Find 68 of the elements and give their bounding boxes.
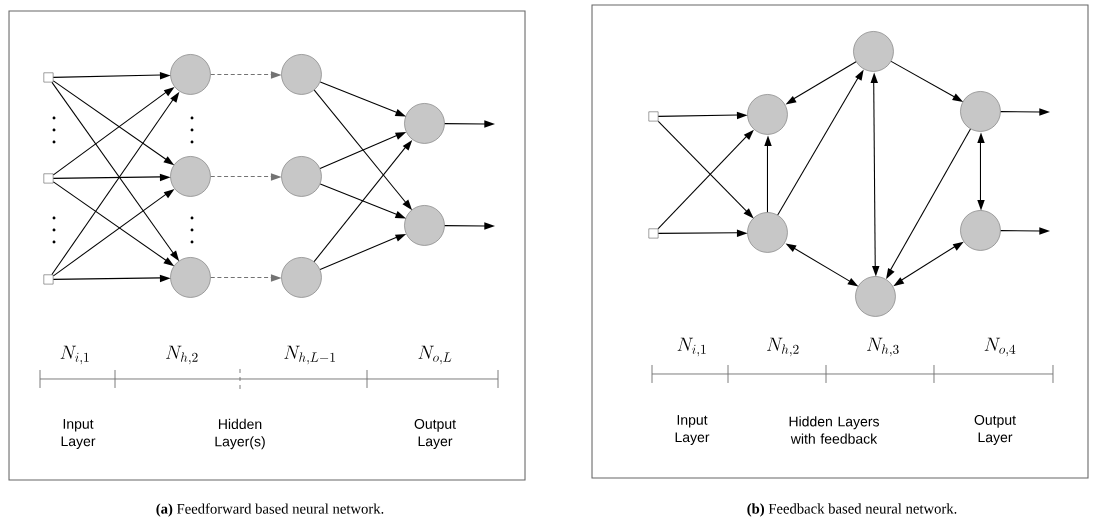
input-square bbox=[43, 173, 54, 184]
arrow bbox=[52, 181, 175, 267]
layer-label: Hidden Layers with feedback bbox=[789, 416, 879, 444]
arrow bbox=[444, 120, 495, 128]
arrow bbox=[1000, 108, 1050, 116]
arrow bbox=[1000, 227, 1050, 235]
neuron-circle bbox=[853, 31, 894, 72]
neuron-circle bbox=[747, 94, 788, 135]
arrow bbox=[210, 173, 282, 181]
arrow bbox=[52, 173, 171, 182]
arrow bbox=[657, 120, 754, 219]
panel-title: (a) Feedforward based neural network. bbox=[156, 503, 384, 517]
neuron-circle bbox=[960, 210, 1001, 251]
layer-size-symbol: $N_{h,2}$ bbox=[166, 345, 198, 365]
layer-size-symbol: $N_{h,3}$ bbox=[867, 337, 899, 357]
panel-title: (b) Feedback based neural network. bbox=[747, 503, 957, 517]
arrow bbox=[893, 241, 964, 287]
layer-size-symbol: $N_{i,1}$ bbox=[60, 345, 89, 365]
layer-size-symbol: $N_{o,4}$ bbox=[984, 337, 1016, 357]
neuron-circle bbox=[281, 257, 322, 298]
layer-size-symbol: $N_{o,L}$ bbox=[418, 345, 452, 365]
arrow bbox=[52, 80, 175, 166]
layer-label: Output Layer bbox=[414, 419, 456, 449]
layer-label: Hidden Layer(s) bbox=[215, 418, 265, 450]
arrow bbox=[210, 71, 282, 79]
arrow bbox=[870, 72, 880, 277]
arrow bbox=[657, 111, 748, 120]
neuron-circle bbox=[281, 156, 322, 197]
input-square bbox=[43, 72, 54, 83]
neuron-circle bbox=[170, 54, 211, 95]
neuron-circle bbox=[170, 257, 211, 298]
arrow bbox=[785, 243, 859, 287]
layer-label: Input Layer bbox=[61, 419, 96, 449]
neuron-circle bbox=[404, 205, 445, 246]
neuron-circle bbox=[404, 103, 445, 144]
arrow bbox=[785, 61, 857, 105]
layer-size-symbol: $N_{h,2}$ bbox=[767, 337, 799, 357]
arrow bbox=[52, 71, 171, 80]
arrow bbox=[777, 69, 864, 216]
arrow bbox=[319, 132, 407, 169]
arrow bbox=[52, 274, 171, 283]
input-square bbox=[43, 274, 54, 285]
layer-label: Output Layer bbox=[974, 415, 1016, 445]
layer-label: Input Layer bbox=[675, 415, 710, 445]
arrow bbox=[890, 60, 964, 102]
arrow bbox=[319, 81, 407, 117]
input-square bbox=[648, 111, 659, 122]
arrow bbox=[313, 89, 413, 211]
layer-size-symbol: $N_{h,L-1}$ bbox=[284, 345, 335, 365]
arrow bbox=[319, 233, 407, 271]
arrow bbox=[52, 87, 175, 176]
arrow bbox=[886, 128, 971, 280]
input-square bbox=[648, 228, 659, 239]
arrow bbox=[444, 222, 495, 230]
arrow bbox=[313, 139, 413, 263]
neuron-circle bbox=[281, 54, 322, 95]
arrow bbox=[657, 129, 754, 230]
neuron-circle bbox=[960, 91, 1001, 132]
arrow bbox=[764, 135, 772, 213]
arrow bbox=[52, 188, 175, 277]
neuron-circle bbox=[170, 156, 211, 197]
layer-size-symbol: $N_{i,1}$ bbox=[677, 337, 706, 357]
neuron-circle bbox=[747, 212, 788, 253]
arrow bbox=[210, 274, 282, 282]
neuron-circle bbox=[855, 276, 896, 317]
arrow bbox=[977, 132, 985, 211]
arrow bbox=[319, 183, 407, 219]
arrow bbox=[657, 229, 748, 237]
